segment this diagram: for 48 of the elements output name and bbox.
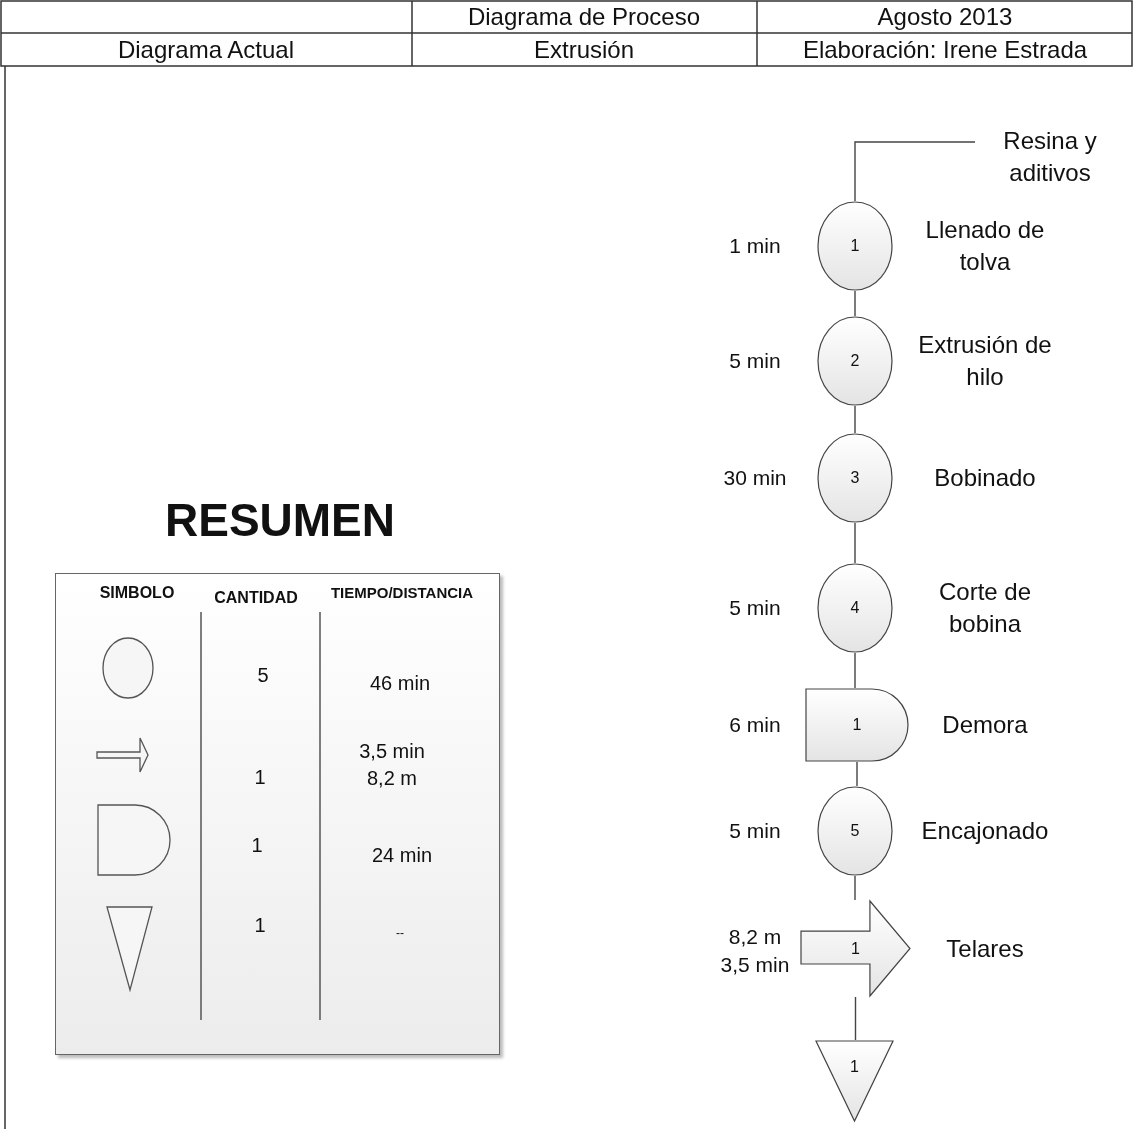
- duration-label: 1 min: [728, 232, 782, 259]
- duration-label: 8,2 m 3,5 min: [719, 923, 791, 978]
- operation-circle: 2: [817, 316, 893, 406]
- duration-label: 6 min: [728, 711, 782, 738]
- connector-line: [854, 405, 856, 434]
- header-text: Agosto 2013: [876, 1, 1014, 32]
- header-text: Diagrama Actual: [116, 34, 296, 65]
- connector-line: [854, 522, 856, 564]
- step-label: Corte de bobina: [937, 576, 1033, 639]
- table-value: 1: [253, 912, 267, 938]
- input-label: Resina y aditivos: [975, 122, 1125, 192]
- operation-circle: 3: [817, 433, 893, 523]
- connector-line: [854, 996, 857, 1041]
- header-text: Extrusión: [532, 34, 635, 65]
- connector-line: [854, 141, 976, 202]
- header-text: Elaboración: Irene Estrada: [801, 34, 1089, 65]
- table-value: 1: [253, 764, 267, 790]
- step-label: Llenado de tolva: [924, 214, 1046, 277]
- table-value: --: [395, 924, 405, 942]
- delay-symbol: 1: [805, 688, 909, 762]
- section-title: RESUMEN: [164, 492, 396, 548]
- duration-label: 5 min: [728, 817, 782, 844]
- operation-circle: 4: [817, 563, 893, 653]
- column-header: TIEMPO/DISTANCIA: [329, 582, 475, 603]
- storage-triangle: 1: [815, 1040, 894, 1122]
- table-value: 24 min: [371, 842, 433, 868]
- column-header: SIMBOLO: [98, 583, 176, 604]
- table-value: 1: [250, 832, 264, 858]
- duration-label: 5 min: [728, 347, 782, 374]
- step-label: Encajonado: [920, 815, 1050, 846]
- transport-symbol: 1: [800, 900, 911, 997]
- step-label: Bobinado: [933, 462, 1037, 493]
- table-value: 3,5 min 8,2 m: [358, 739, 426, 791]
- operation-circle: 5: [817, 786, 893, 876]
- connector-line: [854, 652, 856, 689]
- step-label: Demora: [941, 709, 1029, 740]
- operation-circle: 1: [817, 201, 893, 291]
- duration-label: 30 min: [722, 464, 788, 491]
- step-label: Telares: [945, 933, 1025, 964]
- table-value: 5: [256, 662, 270, 688]
- duration-label: 5 min: [728, 594, 782, 621]
- header-text: Diagrama de Proceso: [466, 1, 702, 32]
- table-value: 46 min: [369, 670, 431, 696]
- connector-line: [856, 761, 858, 787]
- connector-line: [854, 875, 856, 901]
- connector-line: [854, 290, 856, 317]
- step-label: Extrusión de hilo: [917, 329, 1053, 392]
- column-header: CANTIDAD: [213, 588, 299, 609]
